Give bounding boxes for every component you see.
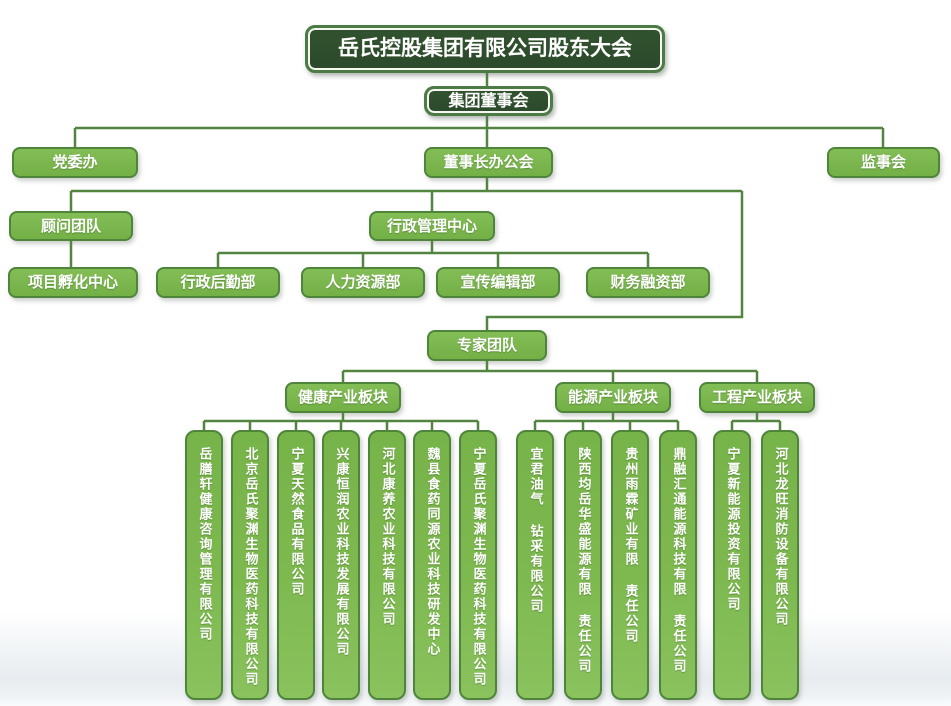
company-node: 岳膳轩健康咨询管理有限公司	[185, 430, 223, 700]
node-sector-engineering: 工程产业板块	[699, 382, 815, 413]
company-name: 兴康恒润农业科技发展有限公司	[333, 447, 349, 657]
company-node: 宁夏新能源投资有限公司	[713, 430, 751, 700]
company-node: 河北龙旺消防设备有限公司	[761, 430, 799, 700]
node-admin-center: 行政管理中心	[369, 211, 495, 241]
node-dept-logistics: 行政后勤部	[156, 267, 280, 298]
company-node: 宁夏天然食品有限公司	[277, 430, 315, 700]
node-advisor-team: 顾问团队	[9, 211, 133, 241]
company-node: 兴康恒润农业科技发展有限公司	[322, 430, 360, 700]
company-node: 贵州雨霖矿业有限 责任公司	[611, 430, 649, 700]
company-name: 宜君油气 钻采有限公司	[527, 447, 543, 614]
node-expert-team: 专家团队	[427, 330, 547, 361]
company-name: 宁夏新能源投资有限公司	[724, 447, 740, 612]
node-dept-finance: 财务融资部	[586, 267, 710, 298]
node-supervisory-board: 监事会	[827, 147, 940, 178]
node-chairman-office: 董事长办公会	[424, 147, 553, 178]
company-name: 贵州雨霖矿业有限 责任公司	[622, 447, 638, 644]
company-node: 宜君油气 钻采有限公司	[516, 430, 554, 700]
company-node: 陕西均岳华盛能源有限 责任公司	[564, 430, 602, 700]
company-name: 北京岳氏聚渊生物医药科技有限公司	[242, 447, 258, 687]
node-dept-hr: 人力资源部	[301, 267, 425, 298]
company-name: 鼎融汇通能源科技有限 责任公司	[670, 447, 686, 674]
company-node: 河北康养农业科技有限公司	[368, 430, 406, 700]
company-name: 岳膳轩健康咨询管理有限公司	[196, 447, 212, 642]
node-incubation-center: 项目孵化中心	[8, 267, 138, 298]
node-dept-publicity: 宣传编辑部	[436, 267, 560, 298]
company-node: 宁夏岳氏聚渊生物医药科技有限公司	[459, 430, 497, 700]
node-sector-energy: 能源产业板块	[555, 382, 671, 413]
company-name: 魏县食药同源农业科技研发中心	[424, 447, 440, 657]
company-name: 宁夏岳氏聚渊生物医药科技有限公司	[470, 447, 486, 687]
node-party-office: 党委办	[12, 147, 138, 178]
node-sector-health: 健康产业板块	[285, 382, 401, 413]
company-name: 宁夏天然食品有限公司	[288, 447, 304, 597]
company-name: 河北康养农业科技有限公司	[379, 447, 395, 627]
node-group-board: 集团董事会	[424, 86, 553, 116]
company-name: 河北龙旺消防设备有限公司	[772, 447, 788, 627]
company-node: 鼎融汇通能源科技有限 责任公司	[659, 430, 697, 700]
company-node: 北京岳氏聚渊生物医药科技有限公司	[231, 430, 269, 700]
company-node: 魏县食药同源农业科技研发中心	[413, 430, 451, 700]
company-name: 陕西均岳华盛能源有限 责任公司	[575, 447, 591, 674]
node-shareholders-meeting: 岳氏控股集团有限公司股东大会	[305, 25, 665, 73]
